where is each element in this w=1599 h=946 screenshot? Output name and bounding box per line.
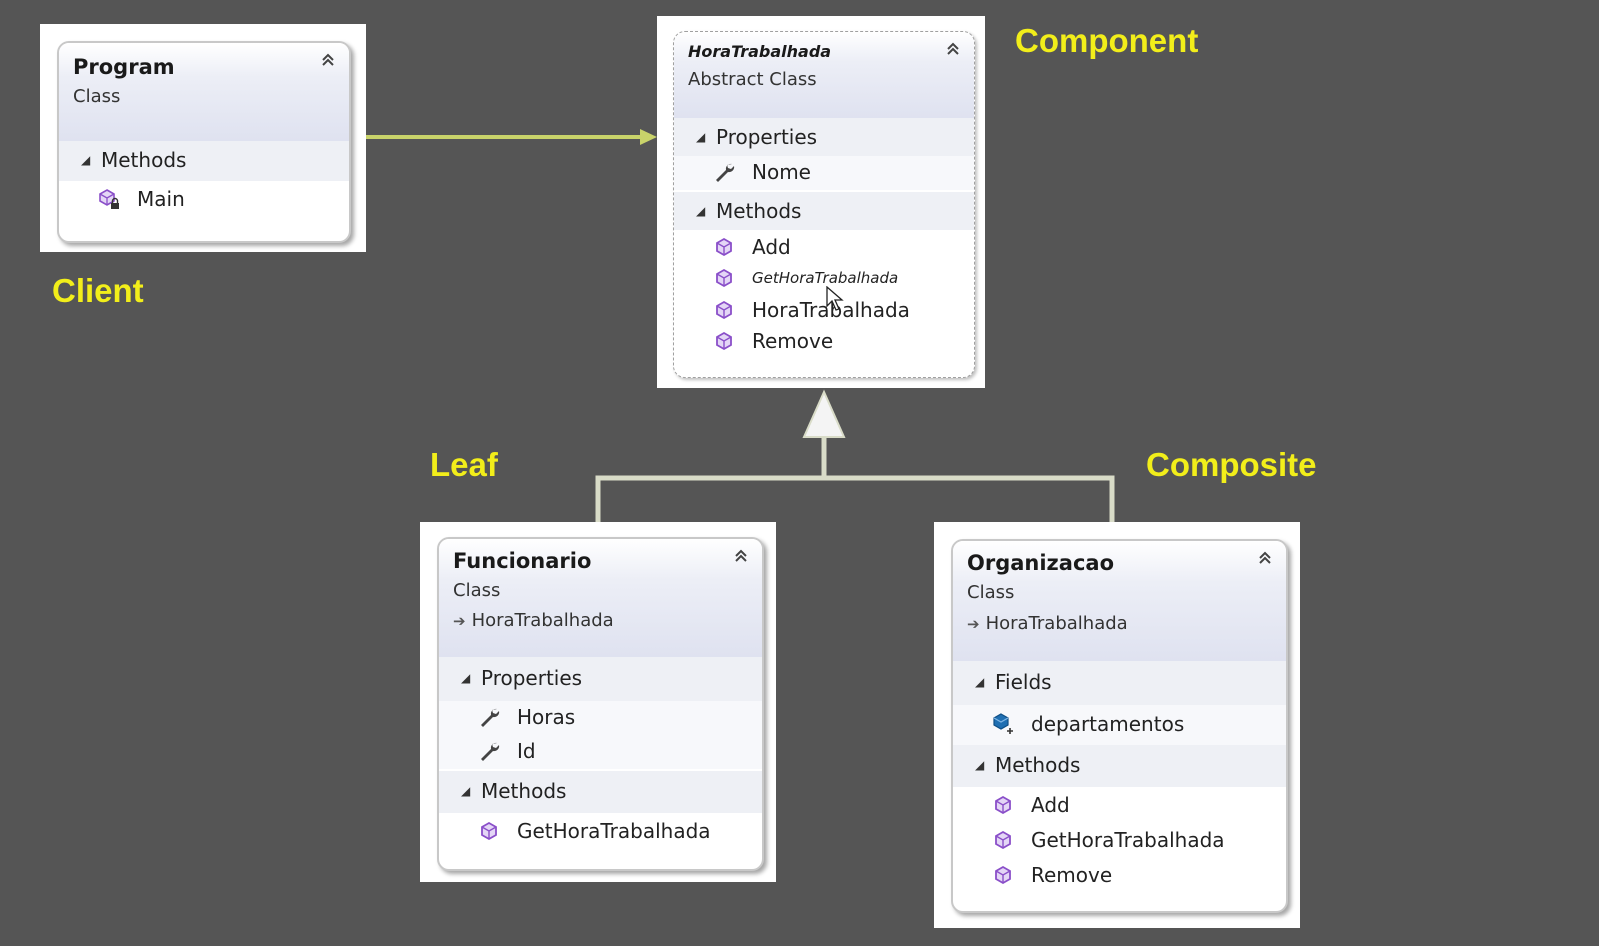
class-header: HoraTrabalhada Abstract Class xyxy=(674,32,974,119)
member-name: Main xyxy=(137,187,185,211)
member-row[interactable]: GetHoraTrabalhada xyxy=(674,262,974,296)
method-icon xyxy=(712,329,736,353)
section-label: Fields xyxy=(995,670,1052,694)
section-label: Methods xyxy=(995,753,1081,777)
class-program[interactable]: Program Class ◢ Methods Main xyxy=(57,41,351,243)
section-methods[interactable]: ◢ Methods xyxy=(439,771,762,813)
member-row[interactable]: HoraTrabalhada xyxy=(674,294,974,328)
collapse-icon[interactable] xyxy=(319,51,337,69)
member-row[interactable]: Horas xyxy=(439,701,762,735)
expand-triangle-icon[interactable]: ◢ xyxy=(975,675,985,689)
class-name: Program xyxy=(73,55,175,79)
base-class: ➔ HoraTrabalhada xyxy=(453,610,614,631)
class-name: HoraTrabalhada xyxy=(688,42,832,61)
class-header: Funcionario Class ➔ HoraTrabalhada xyxy=(439,539,762,658)
role-component-label: Component xyxy=(1015,22,1199,59)
class-name: Organizacao xyxy=(967,551,1114,575)
member-row[interactable]: Remove xyxy=(953,859,1286,893)
section-label: Methods xyxy=(481,779,567,803)
member-name: Id xyxy=(517,739,536,763)
member-row[interactable]: Add xyxy=(674,231,974,265)
class-kind: Abstract Class xyxy=(688,69,817,90)
member-name: GetHoraTrabalhada xyxy=(1031,828,1225,852)
class-kind: Class xyxy=(73,86,121,107)
inheritance-line-composite xyxy=(824,475,1115,522)
method-icon xyxy=(991,828,1015,852)
role-client-label: Client xyxy=(52,272,144,309)
member-name: GetHoraTrabalhada xyxy=(517,819,711,843)
member-row[interactable]: departamentos xyxy=(953,705,1286,745)
member-row[interactable]: Main xyxy=(59,183,349,217)
member-name: Add xyxy=(1031,793,1070,817)
member-name: departamentos xyxy=(1031,712,1185,736)
member-name: GetHoraTrabalhada xyxy=(752,269,899,287)
method-icon xyxy=(991,863,1015,887)
private-method-icon xyxy=(97,187,121,211)
class-funcionario[interactable]: Funcionario Class ➔ HoraTrabalhada ◢ Prop… xyxy=(437,537,764,871)
member-name: Remove xyxy=(1031,863,1113,887)
section-methods[interactable]: ◢ Methods xyxy=(59,141,349,181)
section-label: Methods xyxy=(101,148,187,172)
member-name: Remove xyxy=(752,329,834,353)
member-row[interactable]: GetHoraTrabalhada xyxy=(439,815,762,849)
class-name: Funcionario xyxy=(453,549,592,573)
expand-triangle-icon[interactable]: ◢ xyxy=(975,758,985,772)
base-class: ➔ HoraTrabalhada xyxy=(967,613,1128,634)
expand-triangle-icon[interactable]: ◢ xyxy=(696,204,706,218)
base-class-name: HoraTrabalhada xyxy=(471,610,614,631)
section-properties[interactable]: ◢ Properties xyxy=(674,118,974,156)
method-icon xyxy=(712,266,736,290)
member-row[interactable]: Add xyxy=(953,789,1286,823)
role-composite-label: Composite xyxy=(1146,446,1317,483)
member-name: Horas xyxy=(517,705,576,729)
section-label: Methods xyxy=(716,199,802,223)
class-header: Organizacao Class ➔ HoraTrabalhada xyxy=(953,541,1286,662)
inherits-arrow-icon: ➔ xyxy=(453,612,466,630)
section-methods[interactable]: ◢ Methods xyxy=(953,745,1286,787)
class-kind: Class xyxy=(967,582,1015,603)
expand-triangle-icon[interactable]: ◢ xyxy=(461,784,471,798)
member-name: Nome xyxy=(752,160,811,184)
member-row[interactable]: GetHoraTrabalhada xyxy=(953,824,1286,858)
section-label: Properties xyxy=(481,666,583,690)
inheritance-line-leaf xyxy=(595,475,824,522)
inherits-arrow-icon: ➔ xyxy=(967,615,980,633)
expand-triangle-icon[interactable]: ◢ xyxy=(461,671,471,685)
method-icon xyxy=(477,819,501,843)
property-wrench-icon xyxy=(477,705,501,729)
association-arrowhead xyxy=(640,129,657,145)
expand-triangle-icon[interactable]: ◢ xyxy=(81,153,91,167)
section-fields[interactable]: ◢ Fields xyxy=(953,661,1286,705)
member-row[interactable]: Id xyxy=(439,735,762,769)
property-wrench-icon xyxy=(712,160,736,184)
mouse-cursor-icon xyxy=(826,286,844,311)
property-wrench-icon xyxy=(477,739,501,763)
section-properties[interactable]: ◢ Properties xyxy=(439,657,762,701)
member-row[interactable]: Nome xyxy=(674,156,974,190)
class-kind: Class xyxy=(453,580,501,601)
expand-triangle-icon[interactable]: ◢ xyxy=(696,130,706,144)
field-icon xyxy=(991,711,1015,735)
collapse-icon[interactable] xyxy=(944,40,962,58)
method-icon xyxy=(712,235,736,259)
collapse-icon[interactable] xyxy=(1256,549,1274,567)
member-name: Add xyxy=(752,235,791,259)
class-horatrabalhada[interactable]: HoraTrabalhada Abstract Class ◢ Properti… xyxy=(673,31,975,378)
member-row[interactable]: Remove xyxy=(674,325,974,359)
section-label: Properties xyxy=(716,125,818,149)
base-class-name: HoraTrabalhada xyxy=(985,613,1128,634)
class-header: Program Class xyxy=(59,43,349,142)
method-icon xyxy=(712,298,736,322)
method-icon xyxy=(991,793,1015,817)
collapse-icon[interactable] xyxy=(732,547,750,565)
inheritance-arrowhead xyxy=(802,389,846,438)
class-organizacao[interactable]: Organizacao Class ➔ HoraTrabalhada ◢ Fiel… xyxy=(951,539,1288,913)
role-leaf-label: Leaf xyxy=(430,446,498,483)
section-methods[interactable]: ◢ Methods xyxy=(674,192,974,230)
